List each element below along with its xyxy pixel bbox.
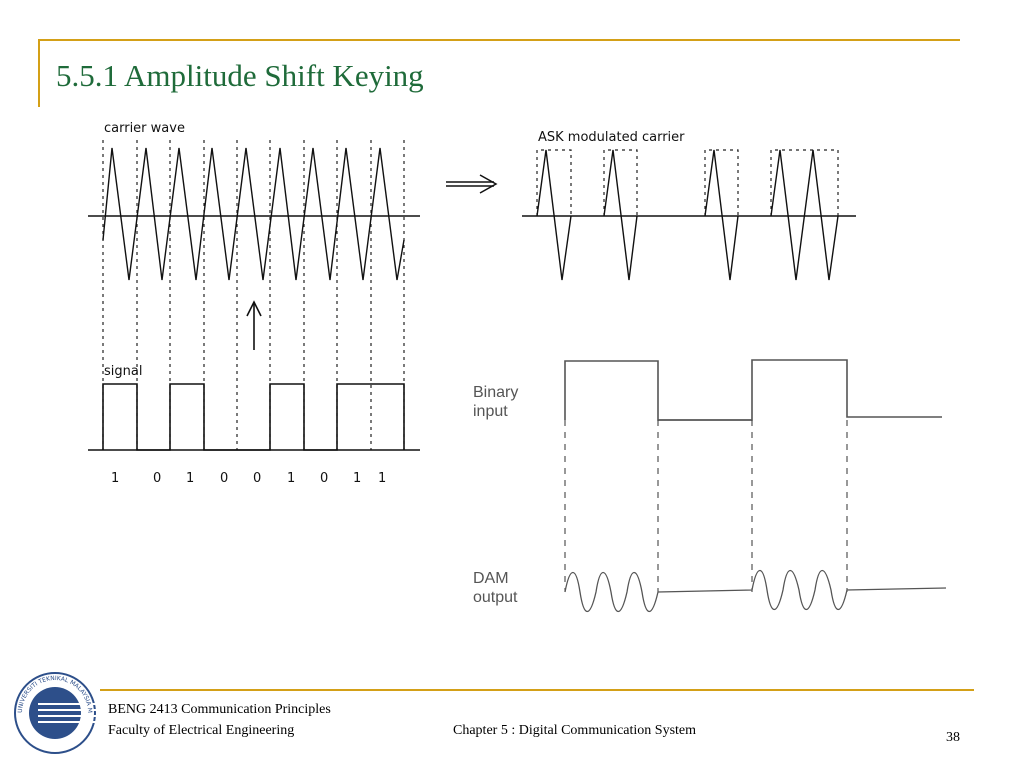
binary-dam-figure: Binary input DAM output: [473, 359, 947, 613]
ask-dashed-boxes: [536, 149, 839, 216]
bit-label: 1: [186, 471, 194, 486]
left-frame-line: [38, 39, 40, 107]
top-frame-line: [38, 39, 960, 41]
bit-label: 0: [253, 471, 261, 486]
bit-label: 1: [353, 471, 361, 486]
dam-output-waveform: [564, 569, 947, 613]
ask-burst-1: [536, 149, 572, 281]
binary-dam-dashed-lines: [564, 420, 848, 592]
footer-course: BENG 2413 Communication Principles: [108, 702, 331, 717]
slide-title: 5.5.1 Amplitude Shift Keying: [56, 58, 424, 93]
page-number: 38: [946, 730, 960, 745]
dam-output-label: DAM: [473, 570, 509, 587]
signal-waveform: [102, 383, 405, 451]
ask-modulated-label: ASK modulated carrier: [538, 130, 685, 145]
up-arrow-icon: [246, 300, 262, 350]
footer-chapter: Chapter 5 : Digital Communication System: [453, 723, 697, 738]
bit-labels: 1 0 1 0 0 1 0 1 1: [111, 471, 386, 486]
footer-faculty: Faculty of Electrical Engineering: [108, 723, 295, 738]
bit-label: 0: [220, 471, 228, 486]
ask-burst-4: [770, 149, 839, 281]
dam-output-label: output: [473, 589, 518, 606]
signal-figure: signal 1 0 1 0 0 1 0 1 1: [88, 364, 420, 486]
university-logo: UNIVERSITI TEKNIKAL MALAYSIA MELAKA: [10, 668, 96, 754]
carrier-wave-figure: carrier wave: [88, 121, 420, 450]
bit-label: 0: [153, 471, 161, 486]
ask-modulated-figure: ASK modulated carrier: [522, 130, 856, 281]
ask-burst-3: [704, 149, 739, 281]
binary-input-label: input: [473, 403, 508, 420]
ask-burst-2: [603, 149, 638, 281]
carrier-dashed-lines: [102, 140, 405, 450]
bit-label: 1: [111, 471, 119, 486]
bit-label: 1: [287, 471, 295, 486]
bit-label: 1: [378, 471, 386, 486]
bit-label: 0: [320, 471, 328, 486]
carrier-wave-label: carrier wave: [104, 121, 185, 136]
binary-input-waveform: [564, 359, 942, 421]
binary-input-label: Binary: [473, 384, 518, 401]
signal-label: signal: [104, 364, 142, 379]
footer-rule: [100, 689, 974, 691]
right-arrow-icon: [446, 174, 498, 194]
carrier-wave: [102, 147, 405, 281]
